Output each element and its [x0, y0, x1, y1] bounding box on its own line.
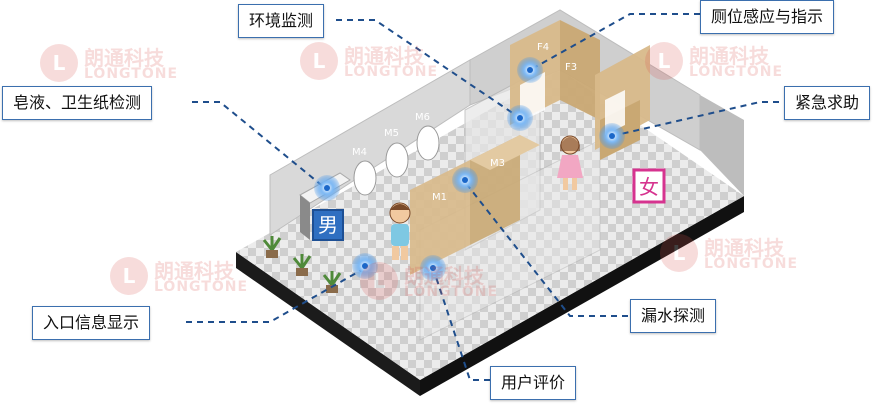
right-outer-wall — [700, 95, 744, 196]
watermark-en: LONGTONE — [154, 279, 249, 295]
callout-soap-paper: 皂液、卫生纸检测 — [2, 86, 153, 120]
watermark-cn: 朗通科技 — [344, 44, 424, 68]
sensor-icon-emergency — [599, 123, 625, 149]
female-sign: 女 — [632, 168, 666, 204]
urinals — [353, 125, 440, 196]
plant-icon-2 — [292, 254, 312, 276]
watermark-cn: 朗通科技 — [404, 264, 484, 288]
base-slab-side — [420, 196, 744, 396]
plant-icon-3 — [322, 271, 342, 293]
person-icon-boy — [389, 202, 411, 260]
watermark-badge: L — [40, 44, 78, 82]
watermark-badge: L — [110, 257, 148, 295]
stall-label-f3: F3 — [565, 62, 577, 73]
leader-stall — [529, 13, 700, 71]
watermark-en: LONGTONE — [704, 256, 799, 272]
watermark-en: LONGTONE — [689, 64, 784, 80]
leader-entrance — [186, 267, 366, 323]
male-sign-text: 男 — [318, 213, 338, 237]
leader-soap — [192, 101, 326, 189]
watermark-en: LONGTONE — [84, 66, 179, 82]
male-sign: 男 — [312, 209, 344, 241]
base-slab-front — [236, 252, 420, 396]
sensor-icon-leak — [452, 167, 478, 193]
sensor-icon-stall — [517, 57, 543, 83]
watermark-logo: L 朗通科技 LONGTONE — [360, 260, 510, 304]
stall-label-m5: M5 — [384, 128, 399, 139]
watermark-cn: 朗通科技 — [704, 236, 784, 260]
watermark-cn: 朗通科技 — [689, 44, 769, 68]
sensor-icon-env — [507, 105, 533, 131]
callout-entrance-info: 入口信息显示 — [32, 306, 151, 340]
stall-label-m6: M6 — [415, 112, 430, 123]
callout-stall-sensing: 厕位感应与指示 — [700, 0, 835, 34]
watermark-en: LONGTONE — [344, 64, 439, 80]
plant-icon-1 — [262, 236, 282, 258]
watermark-badge: L — [360, 262, 398, 300]
watermark-en: LONGTONE — [404, 284, 499, 300]
stall-label-f4: F4 — [537, 42, 549, 53]
stall-label-m3: M3 — [490, 158, 505, 169]
watermark-logo: L 朗通科技 LONGTONE — [300, 40, 450, 84]
leader-env — [336, 19, 521, 119]
sensor-icon-rating — [420, 255, 446, 281]
watermark-badge: L — [660, 234, 698, 272]
male-stalls — [410, 135, 540, 275]
female-sign-text: 女 — [639, 175, 659, 199]
callout-emergency: 紧急求助 — [784, 86, 871, 120]
stall-label-m4: M4 — [352, 147, 367, 158]
watermark-badge: L — [645, 42, 683, 80]
leader-lines — [186, 13, 790, 381]
watermark-logo: L 朗通科技 LONGTONE — [110, 255, 260, 299]
callout-user-rating: 用户评价 — [490, 366, 577, 400]
watermark-logo: L 朗通科技 LONGTONE — [660, 232, 810, 276]
callout-leak-detect: 漏水探测 — [630, 299, 717, 333]
stall-label-m1: M1 — [432, 192, 447, 203]
watermark-cn: 朗通科技 — [154, 259, 234, 283]
watermark-logo: L 朗通科技 LONGTONE — [40, 42, 190, 86]
callout-env-monitor: 环境监测 — [238, 4, 325, 38]
sensor-icon-entrance — [352, 253, 378, 279]
watermark-logo: L 朗通科技 LONGTONE — [645, 40, 795, 84]
person-icon-girl — [557, 135, 583, 190]
leader-leak — [464, 181, 628, 317]
sensor-icon-soap — [314, 175, 340, 201]
watermark-badge: L — [300, 42, 338, 80]
watermark-cn: 朗通科技 — [84, 46, 164, 70]
